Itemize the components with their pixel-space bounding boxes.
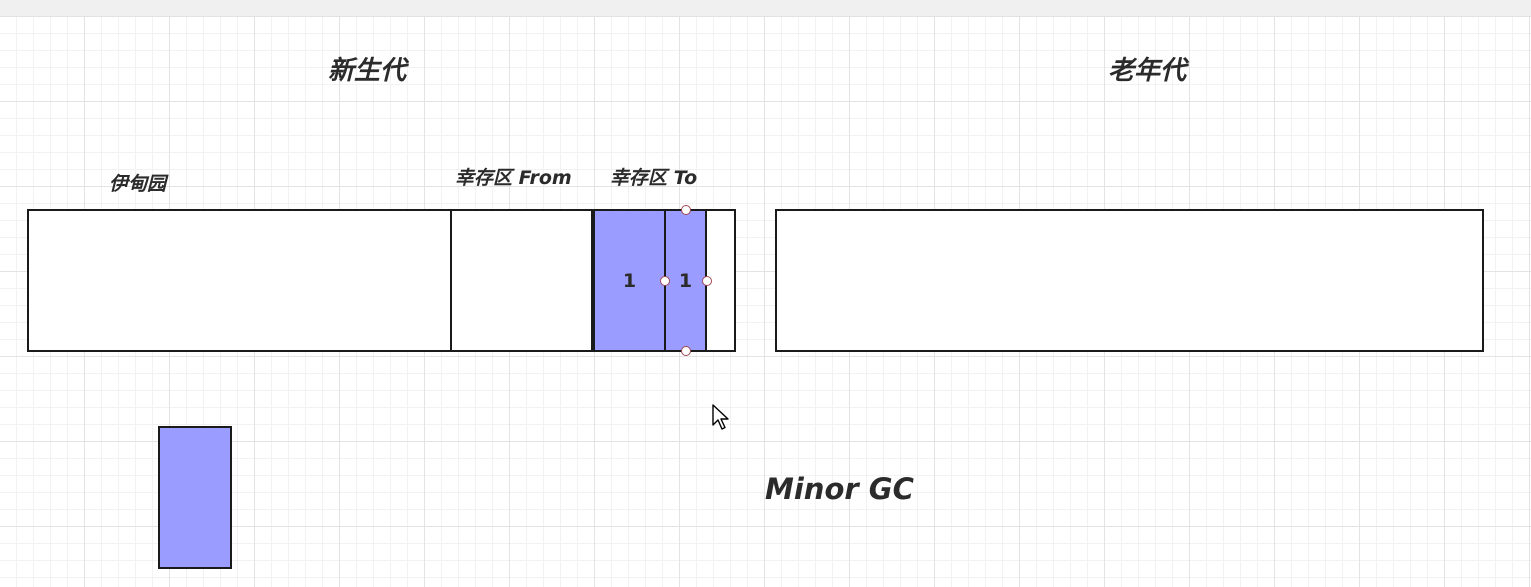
resize-handle-left[interactable] [660,276,670,286]
survivor-object-block[interactable]: 1 [593,209,666,352]
survivor-object-block-selected[interactable]: 1 [664,209,707,352]
canvas-top-bar [0,0,1531,17]
eden-label: 伊甸园 [109,173,167,195]
resize-handle-bottom[interactable] [681,346,691,356]
old-generation-box[interactable] [775,209,1484,352]
mouse-pointer-icon [712,404,729,430]
survivor-to-label: 幸存区 To [610,167,698,189]
from-to-divider [591,209,593,352]
old-generation-title: 老年代 [1108,56,1187,86]
resize-handle-top[interactable] [681,205,691,215]
eden-from-divider [450,209,452,352]
resize-handle-right[interactable] [702,276,712,286]
survivor-from-label: 幸存区 From [455,167,572,189]
new-object-block[interactable] [158,426,232,569]
young-generation-title: 新生代 [328,56,407,86]
minor-gc-label: Minor GC [765,472,914,506]
